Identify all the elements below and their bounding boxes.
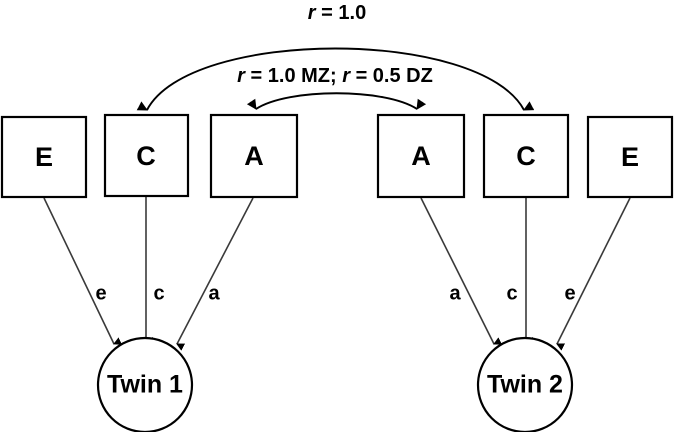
latent-box-c1: C — [103, 113, 190, 198]
twin2-paths — [420, 197, 631, 351]
latent-box-a2-rect — [376, 113, 466, 199]
path-e2-to-twin2 — [556, 197, 631, 351]
correlation-arc-c: r = 1.0 — [136, 2, 535, 111]
correlation-arc-a: r = 1.0 MZ; r = 0.5 DZ — [237, 65, 433, 110]
c-correlation-label: r = 1.0 — [308, 2, 366, 24]
observed-variable-circles: Twin 1 Twin 2 — [96, 336, 574, 432]
a-correlation-arc-path — [246, 92, 427, 110]
latent-box-a2: A — [376, 113, 466, 199]
latent-variable-boxes: E C A A C E — [0, 113, 674, 199]
latent-box-e2-rect — [586, 115, 674, 199]
c-correlation-r-symbol: r — [308, 2, 317, 24]
twin2-circle — [476, 336, 574, 432]
latent-box-e2: E — [586, 115, 674, 199]
path-label-c1: c — [153, 282, 164, 304]
a-correlation-segment-2: = 0.5 DZ — [350, 65, 433, 87]
twin1-paths — [43, 197, 254, 351]
path-label-e2: e — [564, 282, 575, 304]
c-correlation-value: = 1.0 — [316, 2, 367, 24]
twin1-circle — [96, 336, 194, 432]
latent-box-e2-label: E — [621, 142, 639, 172]
path-coefficient-labels: e c a a c e — [95, 282, 575, 304]
path-a2-to-twin2 — [420, 197, 503, 345]
path-e1-to-twin1 — [43, 197, 123, 345]
latent-box-e1-label: E — [35, 142, 53, 172]
latent-box-a1-label: A — [244, 141, 264, 171]
a-correlation-label: r = 1.0 MZ; r = 0.5 DZ — [237, 65, 433, 87]
latent-box-a1-rect — [209, 113, 299, 199]
twin1-label: Twin 1 — [107, 371, 183, 399]
latent-box-e1-rect — [0, 115, 88, 199]
latent-box-c1-label: C — [136, 141, 156, 171]
c-correlation-arc-path — [136, 47, 535, 111]
latent-box-a1: A — [209, 113, 299, 199]
latent-box-c1-rect — [103, 113, 190, 198]
latent-box-c2-label: C — [516, 141, 536, 171]
path-label-c2: c — [506, 282, 517, 304]
path-a1-to-twin1 — [176, 197, 254, 351]
a-correlation-segment-1: = 1.0 MZ; — [245, 65, 342, 87]
a-correlation-r-symbol-1: r — [237, 65, 246, 87]
a-correlation-r-symbol-2: r — [342, 65, 351, 87]
latent-box-e1: E — [0, 115, 88, 199]
twin2-label: Twin 2 — [487, 371, 563, 399]
latent-box-c2-rect — [482, 113, 570, 199]
latent-box-a2-label: A — [411, 141, 431, 171]
path-label-a2: a — [449, 282, 461, 304]
path-label-e1: e — [95, 282, 106, 304]
path-label-a1: a — [208, 282, 220, 304]
twin2-circle-group: Twin 2 — [476, 336, 574, 432]
twin1-circle-group: Twin 1 — [96, 336, 194, 432]
latent-box-c2: C — [482, 113, 570, 199]
